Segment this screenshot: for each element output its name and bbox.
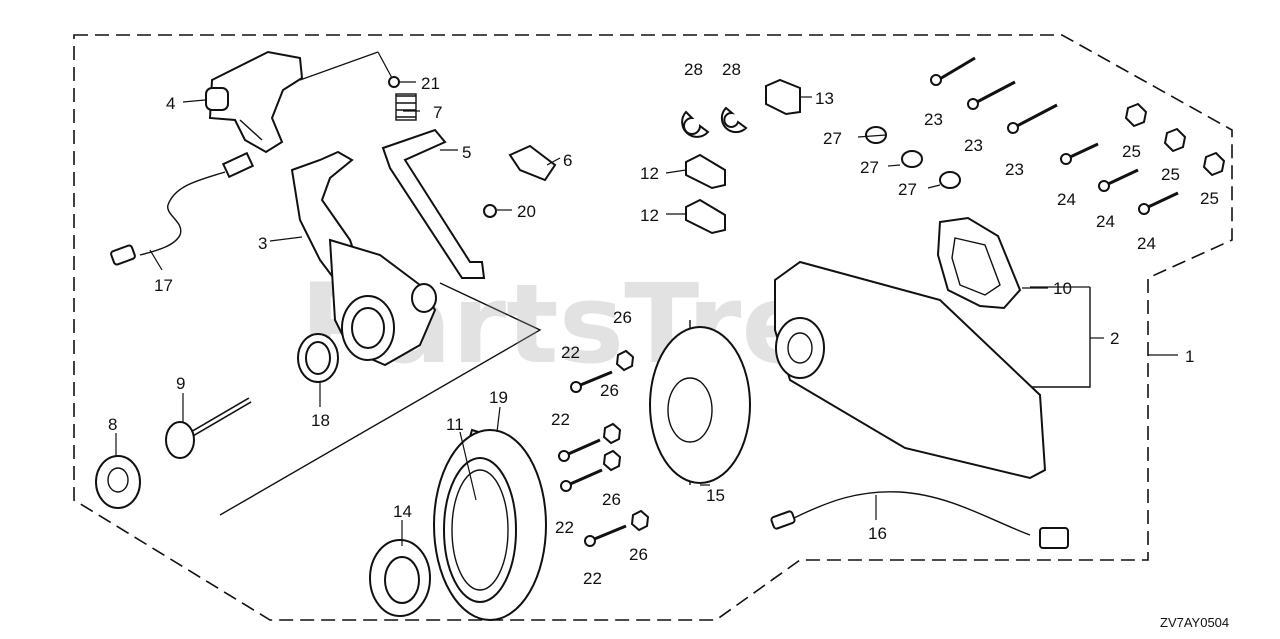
callout-22c: 22	[555, 518, 574, 537]
callout-28a: 28	[684, 60, 703, 79]
callout-21: 21	[421, 74, 440, 93]
callout-3: 3	[258, 234, 267, 253]
callout-20: 20	[517, 202, 536, 221]
part-27-washers	[865, 126, 961, 189]
callout-labels: 1 2 3 4 5 6 7 8 9 10 11 12 12 13 14 15 1…	[108, 60, 1219, 588]
assembly-boundary	[73, 34, 1233, 621]
callout-25b: 25	[1161, 165, 1180, 184]
part-12-plate-a	[685, 153, 726, 190]
callout-18: 18	[311, 411, 330, 430]
callout-14: 14	[393, 502, 412, 521]
leader-lever-top	[299, 51, 379, 81]
part-22-bolts	[558, 370, 627, 547]
callout-5: 5	[462, 143, 471, 162]
part-14-bearing	[369, 539, 431, 617]
part-10-gasket	[936, 216, 1022, 310]
part-7-spring	[395, 93, 417, 121]
callout-27c: 27	[898, 180, 917, 199]
callout-26d: 26	[629, 545, 648, 564]
part-5-rod	[381, 128, 486, 279]
part-28-clip-b	[720, 106, 748, 134]
group-outline-lever	[219, 282, 542, 516]
part-17-wire	[110, 151, 255, 266]
callout-9: 9	[176, 374, 185, 393]
callout-24c: 24	[1137, 234, 1156, 253]
callout-4: 4	[166, 94, 175, 113]
callout-12a: 12	[640, 164, 659, 183]
callout-1: 1	[1185, 347, 1194, 366]
part-23-screws	[930, 56, 1058, 134]
part-21-bolt	[377, 51, 400, 88]
callout-16: 16	[868, 524, 887, 543]
part-9-shaft	[165, 397, 252, 459]
drawing-code: ZV7AY0504	[1160, 615, 1229, 630]
callout-11: 11	[446, 415, 464, 434]
callout-12b: 12	[640, 206, 659, 225]
callout-23a: 23	[924, 110, 943, 129]
callout-27b: 27	[860, 158, 879, 177]
callout-23b: 23	[964, 136, 983, 155]
part-28-clip-a	[681, 110, 710, 138]
callout-10: 10	[1053, 279, 1072, 298]
part-15-plate	[649, 326, 751, 484]
part-11-drum	[433, 429, 547, 621]
part-18-ring	[297, 333, 339, 383]
callout-6: 6	[563, 151, 572, 170]
callout-7: 7	[433, 103, 442, 122]
leader-lines	[115, 81, 1178, 546]
callout-13: 13	[815, 89, 834, 108]
part-12-plate-b	[685, 198, 726, 235]
part-6-clip	[508, 144, 557, 182]
part-26-nuts	[602, 349, 650, 532]
part-13-bracket	[765, 78, 801, 116]
callout-22a: 22	[561, 343, 580, 362]
part-8-cap	[95, 455, 141, 509]
part-3-housing	[328, 238, 437, 367]
callout-26a: 26	[613, 308, 632, 327]
callout-27a: 27	[823, 129, 842, 148]
part-20-screw	[483, 204, 497, 218]
part-2-housing	[774, 260, 1047, 480]
part-25-nuts	[1124, 102, 1226, 177]
callout-26b: 26	[600, 381, 619, 400]
callout-23c: 23	[1005, 160, 1024, 179]
callout-19: 19	[489, 388, 508, 407]
callout-22d: 22	[583, 569, 602, 588]
callout-24a: 24	[1057, 190, 1076, 209]
part-16-cable	[770, 491, 1069, 549]
callout-17: 17	[154, 276, 173, 295]
callout-26c: 26	[602, 490, 621, 509]
callout-15: 15	[706, 486, 725, 505]
callout-25c: 25	[1200, 189, 1219, 208]
part-4-grip-cover	[205, 50, 304, 154]
callout-8: 8	[108, 415, 117, 434]
group-outline-2	[1030, 287, 1091, 388]
callout-24b: 24	[1096, 212, 1115, 231]
callout-2: 2	[1110, 329, 1119, 348]
callout-28b: 28	[722, 60, 741, 79]
callout-25a: 25	[1122, 142, 1141, 161]
part-24-screws	[1060, 142, 1179, 215]
callout-22b: 22	[551, 410, 570, 429]
